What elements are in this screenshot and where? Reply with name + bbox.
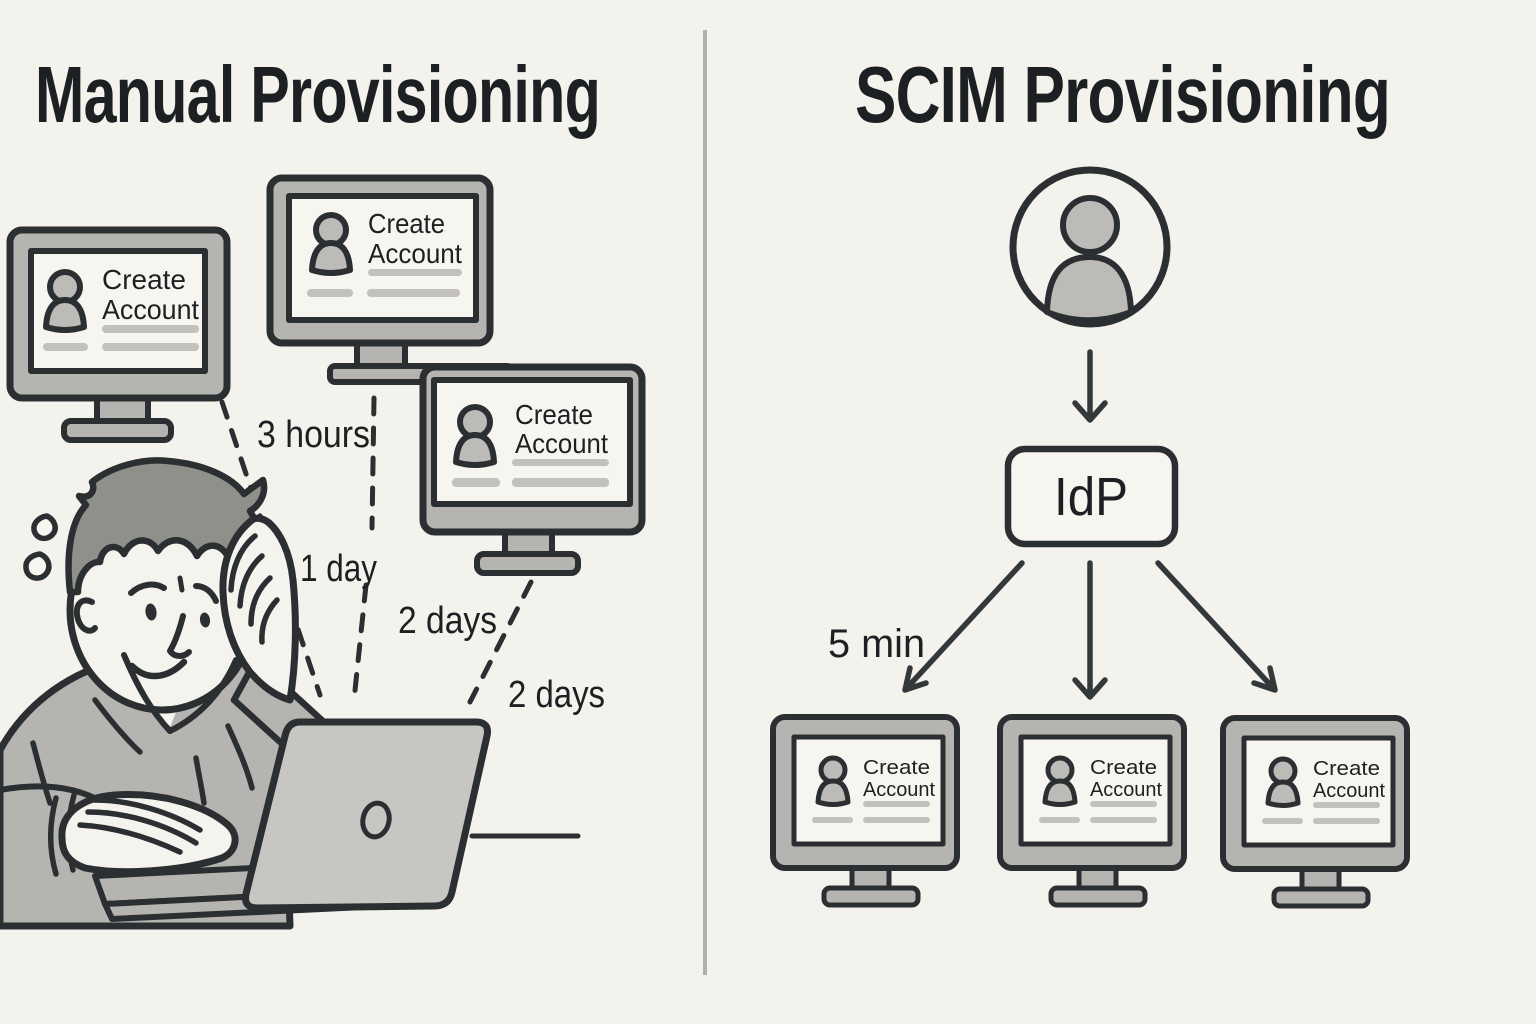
laptop-illustration bbox=[58, 718, 581, 922]
finger-line bbox=[228, 533, 258, 593]
eye-left bbox=[145, 603, 157, 621]
time-label-3: 2 days bbox=[398, 600, 497, 642]
dashed-connector-monitor-2-lower bbox=[351, 582, 369, 703]
avatar-head bbox=[1060, 195, 1120, 255]
scim-monitor-2: Create Account bbox=[997, 714, 1187, 908]
finger-line bbox=[77, 822, 183, 855]
idp-box-label: IdP bbox=[1054, 467, 1128, 527]
eyebrow-right bbox=[193, 583, 219, 604]
text-placeholder-bar bbox=[863, 801, 930, 807]
text-placeholder-bar bbox=[863, 817, 930, 823]
text-placeholder-bar bbox=[102, 343, 199, 351]
text-placeholder-bar bbox=[512, 478, 609, 487]
monitor-stand-base bbox=[61, 418, 174, 443]
time-label-4: 2 days bbox=[508, 674, 605, 716]
shirt-fold-line bbox=[225, 723, 255, 791]
screen-label-line2: Account bbox=[368, 238, 462, 269]
dashed-connector-monitor-2-upper bbox=[369, 395, 377, 531]
arrow-idp-to-monitor-3-icon bbox=[1155, 560, 1278, 693]
manual-monitor-1: Create Account bbox=[6, 226, 231, 443]
text-placeholder-bar bbox=[812, 817, 853, 823]
finger-line bbox=[85, 809, 199, 846]
avatar-body bbox=[1044, 254, 1134, 324]
avatar-circle bbox=[1009, 166, 1171, 328]
scim-provisioning-panel: SCIM Provisioning IdP 5 min Create Acco bbox=[770, 50, 1410, 909]
time-label-2: 1 day bbox=[300, 548, 377, 590]
screen-label-line1: Create bbox=[1313, 758, 1380, 780]
ear bbox=[73, 597, 98, 634]
laptop-logo-icon bbox=[360, 800, 392, 840]
finger-line bbox=[248, 575, 273, 627]
dashed-connector-monitor-3 bbox=[467, 579, 534, 705]
text-placeholder-bar bbox=[1313, 818, 1380, 824]
screen-label-line2: Account bbox=[863, 779, 935, 801]
screen-label-line2: Account bbox=[515, 428, 608, 459]
arrow-user-to-idp-icon bbox=[1072, 349, 1108, 423]
sweat-drop-icon bbox=[23, 551, 52, 581]
shirt-fold-line bbox=[92, 697, 143, 755]
time-label-5-min: 5 min bbox=[828, 622, 925, 666]
collar-lapel-right bbox=[167, 657, 239, 734]
scim-monitor-1: Create Account bbox=[770, 714, 960, 908]
arrow-idp-to-monitor-1-icon bbox=[902, 560, 1025, 693]
monitor-stand-base bbox=[1271, 886, 1371, 909]
idp-box: IdP bbox=[1004, 445, 1179, 548]
sleeve-cuff-line bbox=[48, 795, 59, 877]
screen-label-line1: Create bbox=[368, 208, 445, 239]
text-placeholder-bar bbox=[1039, 817, 1080, 823]
screen-label-line2: Account bbox=[102, 294, 199, 325]
manual-provisioning-panel: Manual Provisioning Create Account Creat… bbox=[0, 50, 646, 930]
idp-box-outline bbox=[1004, 445, 1179, 548]
text-placeholder-bar bbox=[43, 343, 88, 351]
text-placeholder-bar bbox=[1090, 801, 1157, 807]
screen-label-line1: Create bbox=[515, 399, 593, 430]
eyebrow-left bbox=[128, 581, 167, 596]
manual-panel-title: Manual Provisioning bbox=[35, 50, 600, 139]
scim-monitor-3: Create Account bbox=[1220, 715, 1410, 909]
user-avatar-icon bbox=[1009, 166, 1171, 328]
monitor-stand-base bbox=[474, 551, 581, 576]
finger-line bbox=[259, 597, 280, 645]
screen-label-line1: Create bbox=[102, 264, 186, 295]
panel-divider-line bbox=[703, 30, 707, 975]
sweat-drop-icon bbox=[31, 513, 58, 542]
text-placeholder-bar bbox=[367, 289, 460, 297]
monitor-screen bbox=[791, 734, 946, 847]
text-placeholder-bar bbox=[102, 325, 199, 333]
text-placeholder-bar bbox=[1262, 818, 1303, 824]
hand-on-head bbox=[219, 514, 299, 704]
text-placeholder-bar bbox=[452, 478, 500, 487]
frown-mouth bbox=[128, 658, 188, 680]
arrow-idp-to-monitor-2-icon bbox=[1072, 560, 1108, 700]
monitor-stand-base bbox=[1048, 885, 1148, 908]
shirt-fold-line bbox=[30, 740, 53, 806]
text-placeholder-bar bbox=[512, 459, 609, 466]
screen-label-line2: Account bbox=[1313, 780, 1385, 802]
text-placeholder-bar bbox=[1313, 802, 1380, 808]
scim-panel-title: SCIM Provisioning bbox=[855, 50, 1390, 139]
screen-label-line1: Create bbox=[863, 757, 930, 779]
text-placeholder-bar bbox=[368, 269, 462, 276]
worry-line bbox=[177, 575, 185, 593]
monitor-stand-base bbox=[821, 885, 921, 908]
text-placeholder-bar bbox=[307, 289, 353, 297]
eye-right bbox=[199, 612, 211, 628]
finger-line bbox=[92, 797, 203, 833]
shirt-fold-line bbox=[193, 755, 207, 806]
finger-line bbox=[237, 553, 265, 609]
screen-label-line2: Account bbox=[1090, 779, 1162, 801]
collar-lapel-left bbox=[121, 652, 173, 734]
manual-monitor-3: Create Account bbox=[419, 363, 646, 576]
text-placeholder-bar bbox=[1090, 817, 1157, 823]
nose bbox=[167, 613, 192, 659]
screen-label-line1: Create bbox=[1090, 757, 1157, 779]
time-label-1: 3 hours bbox=[257, 414, 370, 456]
